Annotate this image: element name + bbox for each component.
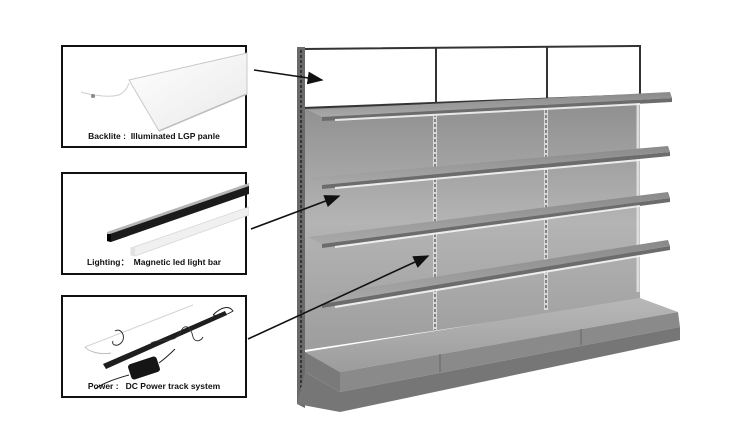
arrow-to-power-track — [247, 255, 430, 340]
bay-dividers — [433, 96, 640, 330]
callout-lighting: Lighting： Magnetic led light bar — [61, 172, 249, 275]
callout-arrows — [247, 69, 430, 340]
shelves — [308, 92, 672, 308]
callout-power: Power : DC Power track system — [61, 295, 247, 398]
callout-caption: Power : DC Power track system — [87, 381, 221, 391]
led-light-bar-icon — [107, 183, 249, 257]
power-track-icon — [84, 304, 234, 390]
callout-backlite: Backlite : Illuminated LGP panle — [61, 45, 248, 148]
arrow-to-backlite — [253, 69, 324, 85]
callout-caption: Lighting： Magnetic led light bar — [86, 257, 222, 267]
left-upright-post — [297, 47, 305, 408]
arrow-to-led-bar — [250, 195, 341, 230]
callout-caption: Backlite : Illuminated LGP panle — [88, 131, 220, 141]
base-decks — [297, 298, 680, 412]
led-panel-icon — [80, 52, 248, 132]
